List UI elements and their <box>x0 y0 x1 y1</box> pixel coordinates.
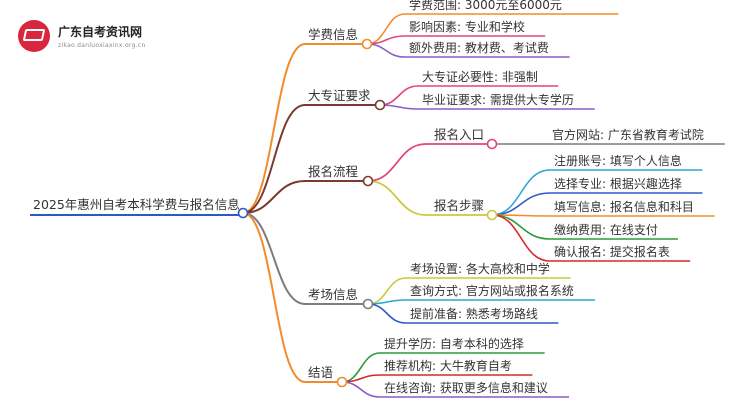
subbranch-label[interactable]: 报名入口 <box>434 127 484 142</box>
branch-label[interactable]: 大专证要求 <box>308 88 371 103</box>
root-node-circle[interactable] <box>237 207 249 219</box>
branch-node-circle[interactable] <box>374 99 386 111</box>
leaf-connector <box>491 214 551 262</box>
subbranch-connector <box>367 143 427 182</box>
branch-label[interactable]: 考场信息 <box>308 287 358 302</box>
branch-node-circle[interactable] <box>361 38 373 50</box>
leaf-connector <box>366 43 406 58</box>
leaf-label[interactable]: 注册账号: 填写个人信息 <box>554 153 682 168</box>
subbranch-node-circle[interactable] <box>486 138 498 150</box>
branch-connector <box>242 212 306 383</box>
leaf-label[interactable]: 确认报名: 提交报名表 <box>554 244 670 259</box>
branch-node-circle[interactable] <box>362 175 374 187</box>
leaf-label[interactable]: 在线咨询: 获取更多信息和建议 <box>384 380 548 395</box>
site-logo[interactable]: 广东自考资讯网 zikao.danluoxiaxinx.org.cn <box>18 20 168 56</box>
leaf-label[interactable]: 选择专业: 根据兴趣选择 <box>554 176 682 191</box>
branch-connector <box>242 180 306 214</box>
leaf-connector <box>491 214 551 240</box>
leaf-label[interactable]: 推荐机构: 大牛教育自考 <box>384 358 512 373</box>
leaf-label[interactable]: 毕业证要求: 需提供大专学历 <box>422 92 574 107</box>
leaf-connector <box>379 85 419 106</box>
leaf-connector <box>367 299 407 305</box>
leaf-label[interactable]: 填写信息: 报名信息和科目 <box>554 199 694 214</box>
site-name: 广东自考资讯网 <box>58 25 143 39</box>
branch-connector <box>242 104 306 214</box>
branch-label[interactable]: 报名流程 <box>308 164 359 179</box>
leaf-label[interactable]: 提升学历: 自考本科的选择 <box>384 336 524 351</box>
branch-node-circle[interactable] <box>362 298 374 310</box>
leaf-connector <box>341 381 381 398</box>
subbranch-node-circle[interactable] <box>486 209 498 221</box>
leaf-label[interactable]: 提前准备: 熟悉考场路线 <box>410 306 538 321</box>
leaf-connector <box>367 303 407 324</box>
graduation-cap-icon <box>18 20 50 52</box>
leaf-connector <box>379 104 419 110</box>
subbranch-connector <box>367 180 427 216</box>
leaf-label[interactable]: 影响因素: 专业和学校 <box>409 19 525 34</box>
leaf-label[interactable]: 学费范围: 3000元至6000元 <box>409 0 562 12</box>
leaf-label[interactable]: 查询方式: 官方网站或报名系统 <box>410 283 574 298</box>
leaf-label[interactable]: 额外费用: 教材费、考试费 <box>409 40 549 55</box>
site-domain: zikao.danluoxiaxinx.org.cn <box>58 42 146 49</box>
branch-connector <box>242 43 306 214</box>
branch-label[interactable]: 结语 <box>308 365 333 380</box>
branch-connector <box>242 212 306 305</box>
leaf-connector <box>491 192 551 216</box>
subbranch-label[interactable]: 报名步骤 <box>434 198 484 213</box>
leaf-label[interactable]: 缴纳费用: 在线支付 <box>554 222 658 237</box>
leaf-connector <box>341 374 381 383</box>
leaf-connector <box>491 169 551 216</box>
branch-label[interactable]: 学费信息 <box>308 27 358 42</box>
leaf-label[interactable]: 大专证必要性: 非强制 <box>422 69 538 84</box>
leaf-label[interactable]: 官方网站: 广东省教育考试院 <box>552 127 704 142</box>
leaf-label[interactable]: 考场设置: 各大高校和中学 <box>410 261 550 276</box>
root-node-label[interactable]: 2025年惠州自考本科学费与报名信息 <box>33 197 240 212</box>
branch-node-circle[interactable] <box>336 376 348 388</box>
